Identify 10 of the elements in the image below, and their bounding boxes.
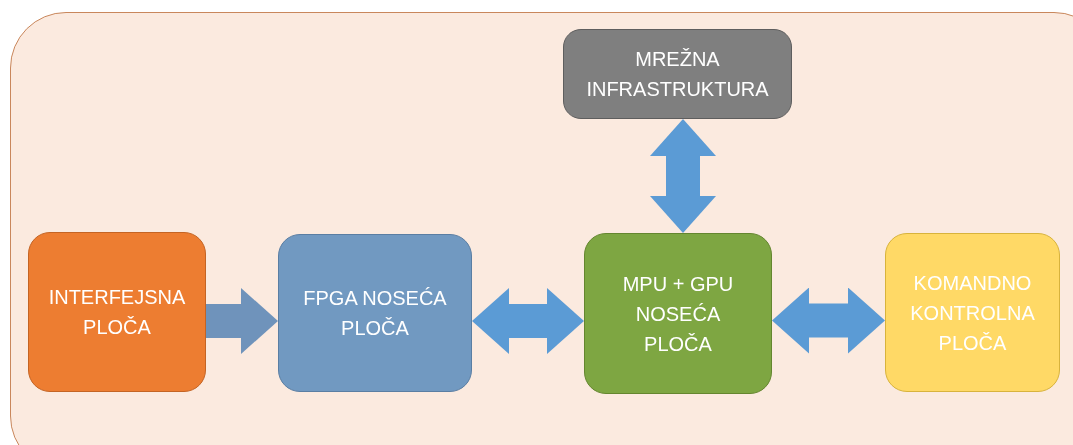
block-arrow xyxy=(650,119,716,233)
process-box: INTERFEJSNA PLOČA xyxy=(28,232,206,392)
process-box: KOMANDNO KONTROLNA PLOČA xyxy=(885,233,1060,392)
process-box: MPU + GPU NOSEĆA PLOČA xyxy=(584,233,772,394)
block-arrow xyxy=(206,288,278,354)
process-box: FPGA NOSEĆA PLOČA xyxy=(278,234,472,392)
block-arrow xyxy=(472,288,584,354)
block-arrow xyxy=(772,287,885,354)
process-box: MREŽNA INFRASTRUKTURA xyxy=(563,29,792,119)
panel-background xyxy=(10,12,1073,445)
